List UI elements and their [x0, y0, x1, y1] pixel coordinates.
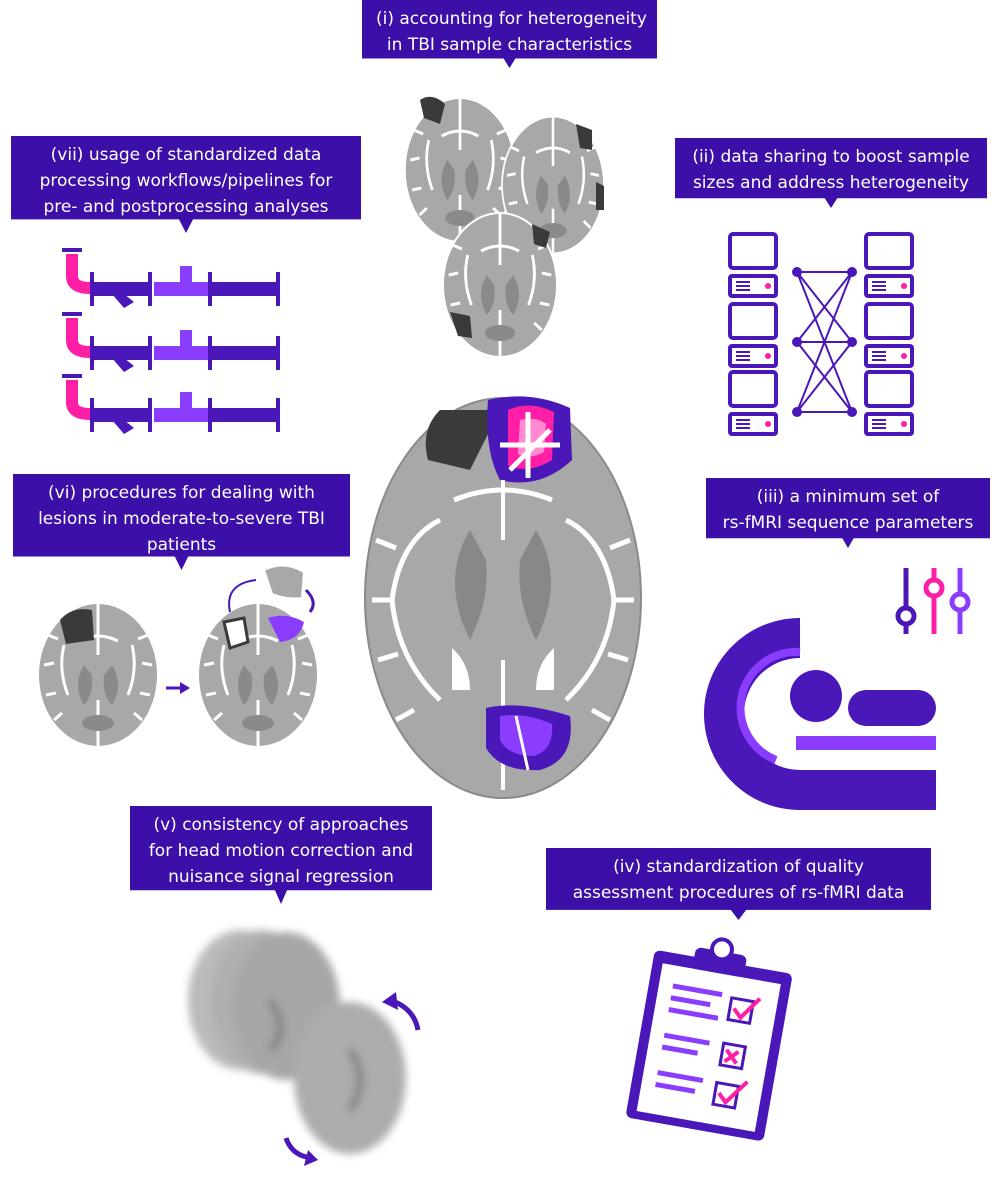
- banner-line: (v) consistency of approaches: [153, 815, 409, 835]
- brain-slice-icon: [441, 211, 559, 359]
- brain-slice-icon: [262, 564, 306, 600]
- computer-tower-icon: [728, 232, 778, 298]
- brain-slice-icon: [196, 601, 320, 749]
- banner-line: (i) accounting for heterogeneity: [376, 9, 647, 29]
- banner-line: rs-fMRI sequence parameters: [722, 513, 974, 533]
- banner-line: (iii) a minimum set of: [756, 487, 940, 507]
- rotate-arrow-icon: [304, 588, 315, 613]
- banner-sequence-parameters: (iii) a minimum set of rs-fMRI sequence …: [706, 478, 990, 548]
- computer-network: [728, 232, 914, 436]
- banner-head-motion: (v) consistency of approaches for head m…: [130, 806, 432, 904]
- banner-line: assessment procedures of rs-fMRI data: [572, 883, 905, 903]
- clipboard-checklist-icon: [626, 937, 792, 1141]
- banner-line: (vii) usage of standardized data: [50, 145, 322, 165]
- banner-line: pre- and postprocessing analyses: [43, 197, 329, 217]
- banner-line: patients: [146, 535, 217, 555]
- slider-icon: [895, 568, 971, 634]
- banner-line: (ii) data sharing to boost sample: [692, 147, 970, 167]
- pipeline-icon: [62, 248, 280, 308]
- banner-data-sharing: (ii) data sharing to boost sample sizes …: [675, 138, 987, 208]
- banner-heterogeneity: (i) accounting for heterogeneity in TBI …: [362, 0, 657, 68]
- arrow-head: [382, 992, 398, 1010]
- central-brain-slice: [364, 396, 642, 799]
- banner-line: processing workflows/pipelines for: [39, 171, 333, 191]
- banner-line: (iv) standardization of quality: [613, 857, 864, 877]
- brain-slice-icon: [36, 601, 160, 749]
- banner-line: in TBI sample characteristics: [386, 35, 633, 55]
- arrow-head: [304, 1150, 318, 1166]
- computer-tower-icon: [864, 370, 914, 436]
- mri-scanner-icon: [704, 618, 936, 810]
- computer-tower-icon: [728, 370, 778, 436]
- blurred-brain-stack: [188, 930, 406, 1154]
- pipeline-icon: [62, 374, 280, 434]
- brain-slice-icon: [500, 115, 606, 255]
- banner-quality-assessment: (iv) standardization of quality assessme…: [546, 848, 931, 920]
- banner-line: nuisance signal regression: [168, 867, 394, 887]
- banner-line: lesions in moderate-to-severe TBI: [38, 509, 325, 529]
- arrow-head: [180, 682, 190, 694]
- banner-line: sizes and address heterogeneity: [692, 173, 970, 193]
- banner-line: for head motion correction and: [148, 841, 414, 861]
- computer-tower-icon: [864, 232, 914, 298]
- pipeline-icon: [62, 312, 280, 372]
- computer-tower-icon: [728, 302, 778, 368]
- banner-pipelines: (vii) usage of standardized data process…: [11, 136, 361, 233]
- banner-lesions: (vi) procedures for dealing with lesions…: [13, 474, 350, 570]
- rotate-arrow-icon: [228, 579, 257, 613]
- brain-slice-icon: [403, 96, 517, 244]
- computer-tower-icon: [864, 302, 914, 368]
- banner-line: (vi) procedures for dealing with: [48, 483, 315, 503]
